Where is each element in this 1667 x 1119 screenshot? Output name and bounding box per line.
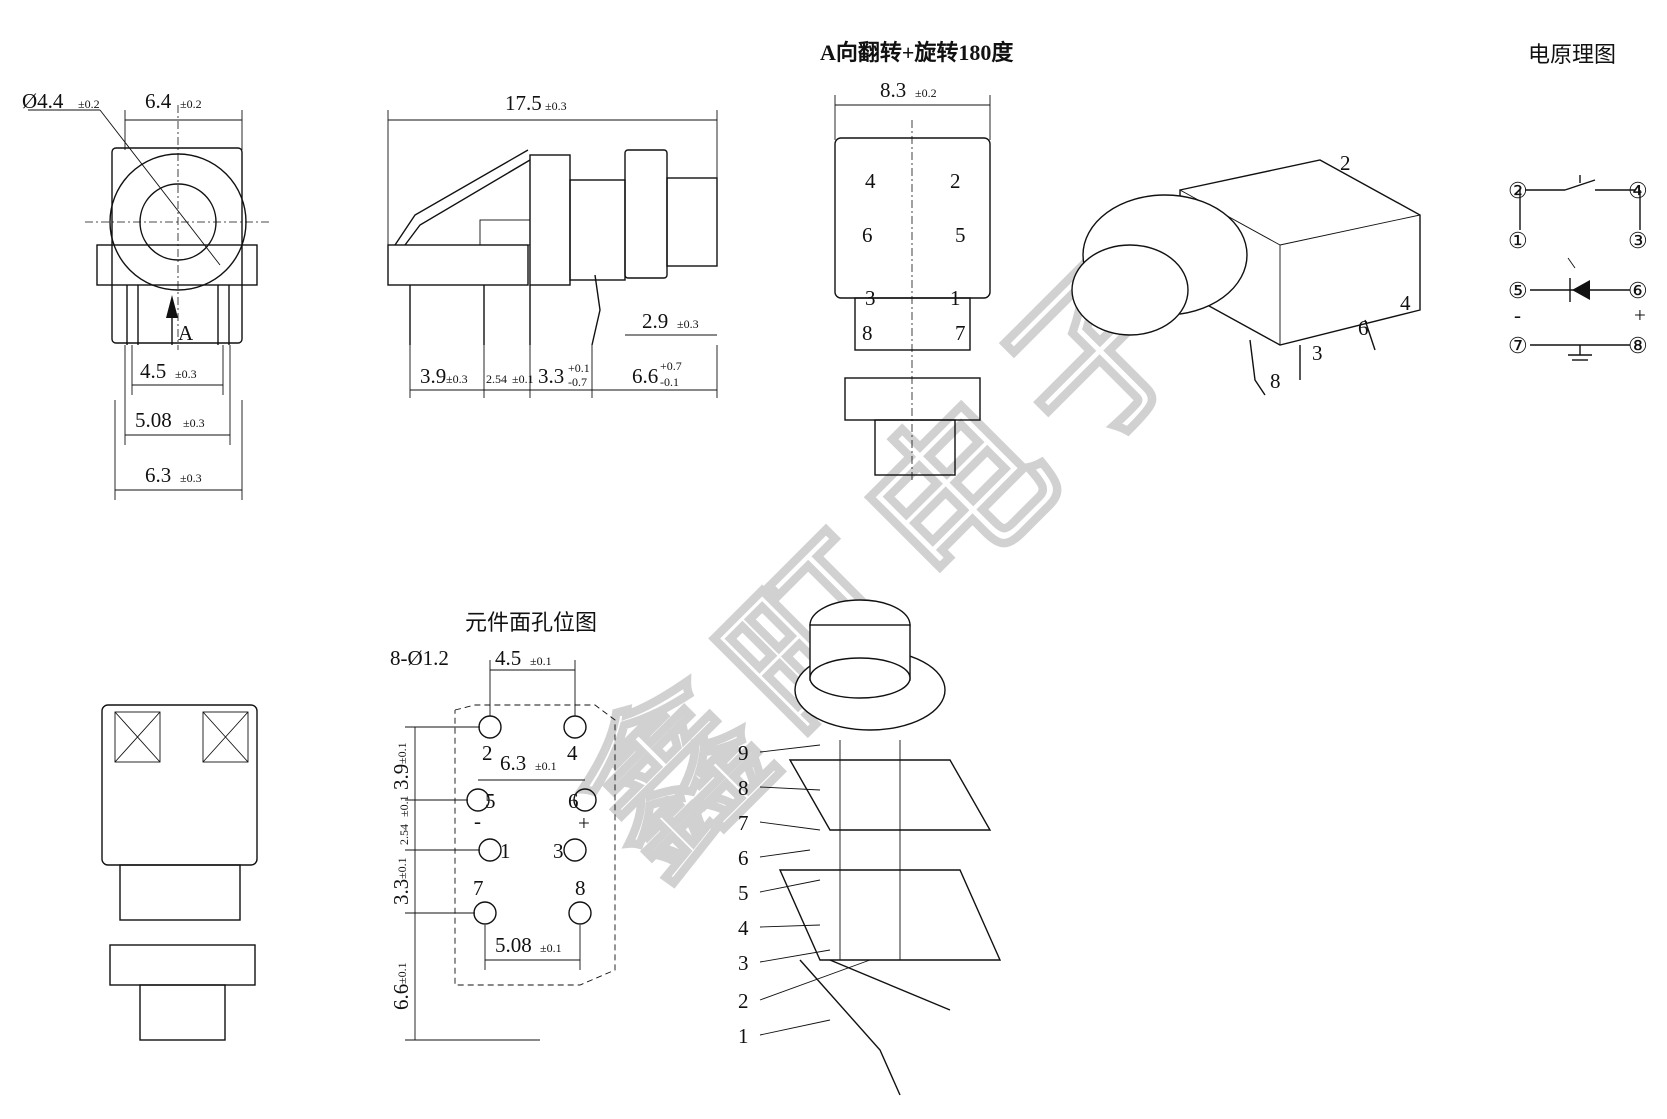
hole-6: 6	[568, 789, 579, 813]
schematic-node-5: ⑤	[1508, 278, 1528, 303]
iso-label-8: 8	[1270, 369, 1281, 393]
part-9: 9	[738, 741, 749, 765]
dim-pitch-x: 4.5	[495, 646, 521, 670]
hole-8: 8	[575, 876, 586, 900]
dim-d1: 3.9	[420, 364, 446, 388]
side-view: 17.5 ±0.3 2.9 ±0.3 3.9 ±0.3 2.54 ±0.1 3.…	[387, 91, 718, 398]
iso-label-6: 6	[1358, 316, 1369, 340]
part-5: 5	[738, 881, 749, 905]
dim-v1: 3.9	[389, 764, 413, 790]
dim-v4-tol: ±0.1	[395, 962, 409, 984]
dim-d2-tol: ±0.1	[512, 372, 534, 386]
dim-d4: 6.6	[632, 364, 658, 388]
part-6: 6	[738, 846, 749, 870]
dim-flipped-width: 8.3	[880, 78, 906, 102]
flipped-pin-2: 2	[950, 169, 961, 193]
hole-layout-title: 元件面孔位图	[465, 610, 597, 635]
hole-3: 3	[553, 839, 564, 863]
part-2: 2	[738, 989, 749, 1013]
iso-label-4: 4	[1400, 291, 1411, 315]
part-3: 3	[738, 951, 749, 975]
dim-d3-tol-upper: +0.1	[568, 361, 590, 375]
hole-1: 1	[500, 839, 511, 863]
dim-pin-pitch: 4.5	[140, 359, 166, 383]
isometric-view: 2 4 6 3 8	[1071, 151, 1421, 396]
bottom-view	[101, 704, 258, 1041]
schematic-node-8: ⑧	[1628, 333, 1648, 358]
flipped-pin-1: 1	[950, 286, 961, 310]
schematic-node-7: ⑦	[1508, 333, 1528, 358]
hole-plus: +	[578, 811, 590, 835]
flipped-view-title: A向翻转+旋转180度	[820, 40, 1014, 65]
dim-height: 2.9	[642, 309, 668, 333]
iso-label-2: 2	[1340, 151, 1351, 175]
exploded-view: 9 8 7 6 5 4 3 2 1	[738, 599, 1002, 1096]
dim-body-width: 6.3	[145, 463, 171, 487]
dim-d1-tol: ±0.3	[446, 372, 468, 386]
hole-5: 5	[485, 789, 496, 813]
dim-diameter: Ø4.4	[22, 89, 64, 113]
flipped-pin-7: 7	[955, 321, 966, 345]
part-4: 4	[738, 916, 749, 940]
dim-pitch-x-tol: ±0.1	[530, 654, 552, 668]
view-arrow-label: A	[178, 321, 194, 345]
schematic-title: 电原理图	[1528, 42, 1616, 67]
holes-label: 8-Ø1.2	[390, 646, 449, 670]
dim-d4-tol-lower: -0.1	[660, 375, 679, 389]
dim-diameter-tol: ±0.2	[78, 97, 100, 111]
dim-pin-span-tol: ±0.3	[183, 416, 205, 430]
schematic-node-4: ④	[1628, 178, 1648, 203]
hole-minus: -	[474, 809, 481, 833]
hole-7: 7	[473, 876, 484, 900]
flipped-pin-8: 8	[862, 321, 873, 345]
flipped-pin-4: 4	[865, 169, 876, 193]
schematic-minus: -	[1514, 303, 1521, 327]
hole-4: 4	[567, 741, 578, 765]
dim-d3: 3.3	[538, 364, 564, 388]
part-8: 8	[738, 776, 749, 800]
front-view: A Ø4.4 ±0.2 6.4 ±0.2 4.5 ±0.3 5.08 ±0.3 …	[22, 89, 270, 500]
schematic-node-2: ②	[1508, 178, 1528, 203]
schematic-node-1: ①	[1508, 228, 1528, 253]
part-7: 7	[738, 811, 749, 835]
dim-v1-tol: ±0.1	[395, 742, 409, 764]
dim-v2-tol: ±0.1	[397, 795, 411, 817]
schematic-node-3: ③	[1628, 228, 1648, 253]
hole-layout: 元件面孔位图 8-Ø1.2 2 4 5 6 1 3 7 8 - + 4.5 ±0…	[389, 610, 616, 1041]
dim-d3-tol-lower: -0.7	[568, 375, 587, 389]
flipped-pin-3: 3	[865, 286, 876, 310]
flipped-pin-5: 5	[955, 223, 966, 247]
dim-bottom-span-tol: ±0.1	[540, 941, 562, 955]
iso-label-3: 3	[1312, 341, 1323, 365]
schematic: 电原理图 ② ④ ① ③ ⑤ ⑥ - + ⑦ ⑧	[1508, 42, 1648, 361]
dim-body-width-tol: ±0.3	[180, 471, 202, 485]
dim-flipped-width-tol: ±0.2	[915, 86, 937, 100]
dim-top-width-tol: ±0.2	[180, 97, 202, 111]
dim-top-width: 6.4	[145, 89, 172, 113]
dim-row-span: 6.3	[500, 751, 526, 775]
dim-length-tol: ±0.3	[545, 99, 567, 113]
hole-2: 2	[482, 741, 493, 765]
dim-d2: 2.54	[486, 372, 507, 386]
schematic-plus: +	[1634, 303, 1646, 327]
dim-v2: 2.54	[397, 824, 411, 845]
dim-pin-pitch-tol: ±0.3	[175, 367, 197, 381]
dim-height-tol: ±0.3	[677, 317, 699, 331]
dim-length: 17.5	[505, 91, 542, 115]
schematic-node-6: ⑥	[1628, 278, 1648, 303]
flipped-pin-6: 6	[862, 223, 873, 247]
part-1: 1	[738, 1024, 749, 1048]
dim-v3-tol: ±0.1	[395, 857, 409, 879]
flipped-view: A向翻转+旋转180度 8.3 ±0.2 4 2 6 5 3 1 8 7	[820, 40, 1014, 480]
dim-bottom-span: 5.08	[495, 933, 532, 957]
dim-d4-tol-upper: +0.7	[660, 359, 682, 373]
dim-row-span-tol: ±0.1	[535, 759, 557, 773]
dim-v4: 6.6	[389, 984, 413, 1010]
dim-v3: 3.3	[389, 879, 413, 905]
dim-pin-span: 5.08	[135, 408, 172, 432]
